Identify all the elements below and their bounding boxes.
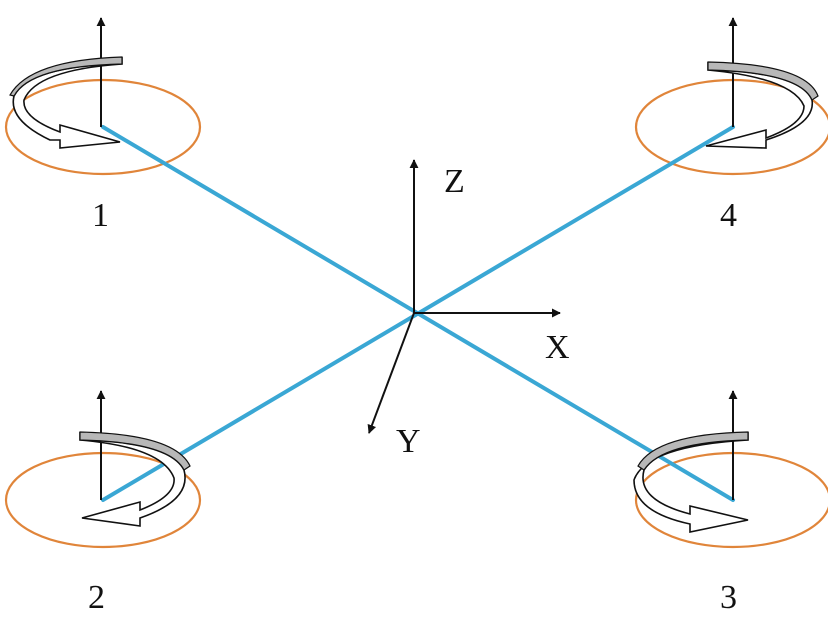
rotor-3-spin-arrow: [633, 431, 749, 533]
body-axes: [367, 159, 561, 434]
rotor-2-label: 2: [88, 579, 105, 616]
rotor-4-spin-arrow: [705, 61, 819, 149]
x-axis-label: X: [545, 329, 570, 366]
rotor-3-label: 3: [720, 579, 737, 616]
rotor-1-disk: [4, 78, 202, 176]
rotor-1-spin-arrow: [9, 56, 123, 149]
z-axis-label: Z: [444, 163, 465, 200]
rotor-2-spin-arrow: [79, 431, 191, 527]
rotor-2: [4, 451, 202, 549]
rotor-1-label: 1: [92, 197, 109, 234]
y-axis-arrow: [367, 312, 415, 434]
rotor-4-label: 4: [720, 197, 737, 234]
rotor-2-disk: [4, 451, 202, 549]
rotor-1: [4, 78, 202, 176]
y-axis-label: Y: [396, 423, 421, 460]
